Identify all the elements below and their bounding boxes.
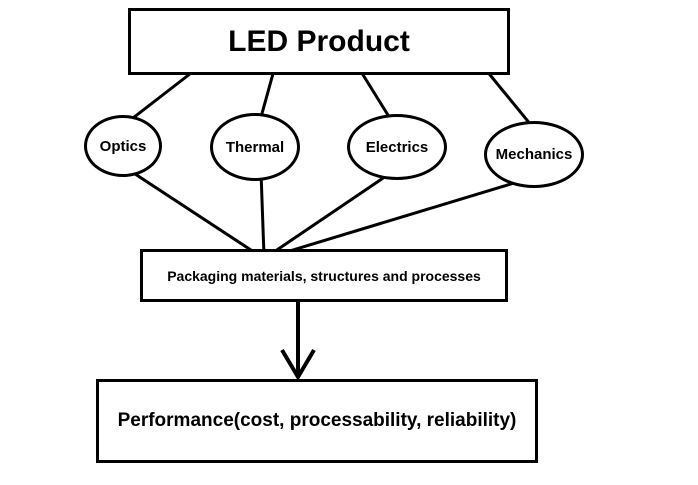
factor-ellipse-thermal: Thermal [210, 113, 300, 181]
packaging-box: Packaging materials, structures and proc… [140, 249, 508, 302]
factor-ellipse-mechanics: Mechanics [484, 121, 584, 188]
performance-box: Performance(cost, processability, reliab… [96, 379, 538, 463]
factor-ellipse-electrics: Electrics [347, 114, 447, 180]
connector-electrics-to-packaging [267, 170, 393, 258]
led-product-box: LED Product [128, 8, 510, 75]
factor-label-thermal: Thermal [225, 138, 285, 156]
factor-ellipse-optics: Optics [84, 115, 162, 177]
factor-label-electrics: Electrics [365, 138, 429, 156]
factor-label-mechanics: Mechanics [495, 146, 573, 163]
connector-thermal-to-packaging [259, 171, 266, 257]
arrow-head-icon [280, 348, 316, 381]
led-product-label: LED Product [228, 24, 410, 58]
factor-label-optics: Optics [99, 137, 147, 155]
connector-mechanics-to-packaging [272, 178, 525, 258]
performance-label: Performance(cost, processability, reliab… [117, 410, 517, 431]
packaging-label: Packaging materials, structures and proc… [167, 267, 481, 284]
connector-optics-to-packaging [125, 166, 261, 258]
